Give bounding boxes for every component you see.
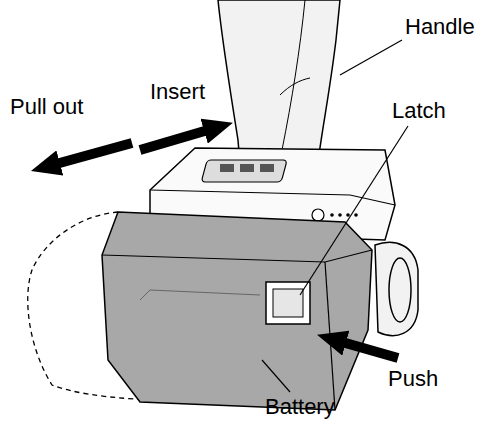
part-label: Pull out [10,95,83,119]
part-label: Insert [150,80,205,104]
battery-edge [325,262,335,410]
handle [218,0,340,165]
button [220,164,234,172]
battery [102,212,372,410]
insert-arrow [140,130,208,150]
indicator [312,209,324,221]
housing-end [375,242,418,335]
indicator-dots [330,213,358,217]
part-label: Handle [405,15,475,39]
handle-edge [280,78,310,95]
leader-line [340,40,402,75]
leader-line [300,126,408,295]
control-panel [201,160,287,182]
button [260,164,274,172]
battery-edge [140,290,260,300]
pull-out-arrow [56,143,132,164]
leader-line [262,360,290,392]
button [240,164,254,172]
battery-edge [102,250,372,262]
push-arrow [342,342,398,358]
latch [273,289,303,317]
housing-end [389,258,411,322]
part-label: Push [388,367,438,391]
part-label: Latch [392,99,446,123]
part-label: Battery [265,395,335,419]
handle-edge [282,0,305,150]
latch [266,282,310,324]
